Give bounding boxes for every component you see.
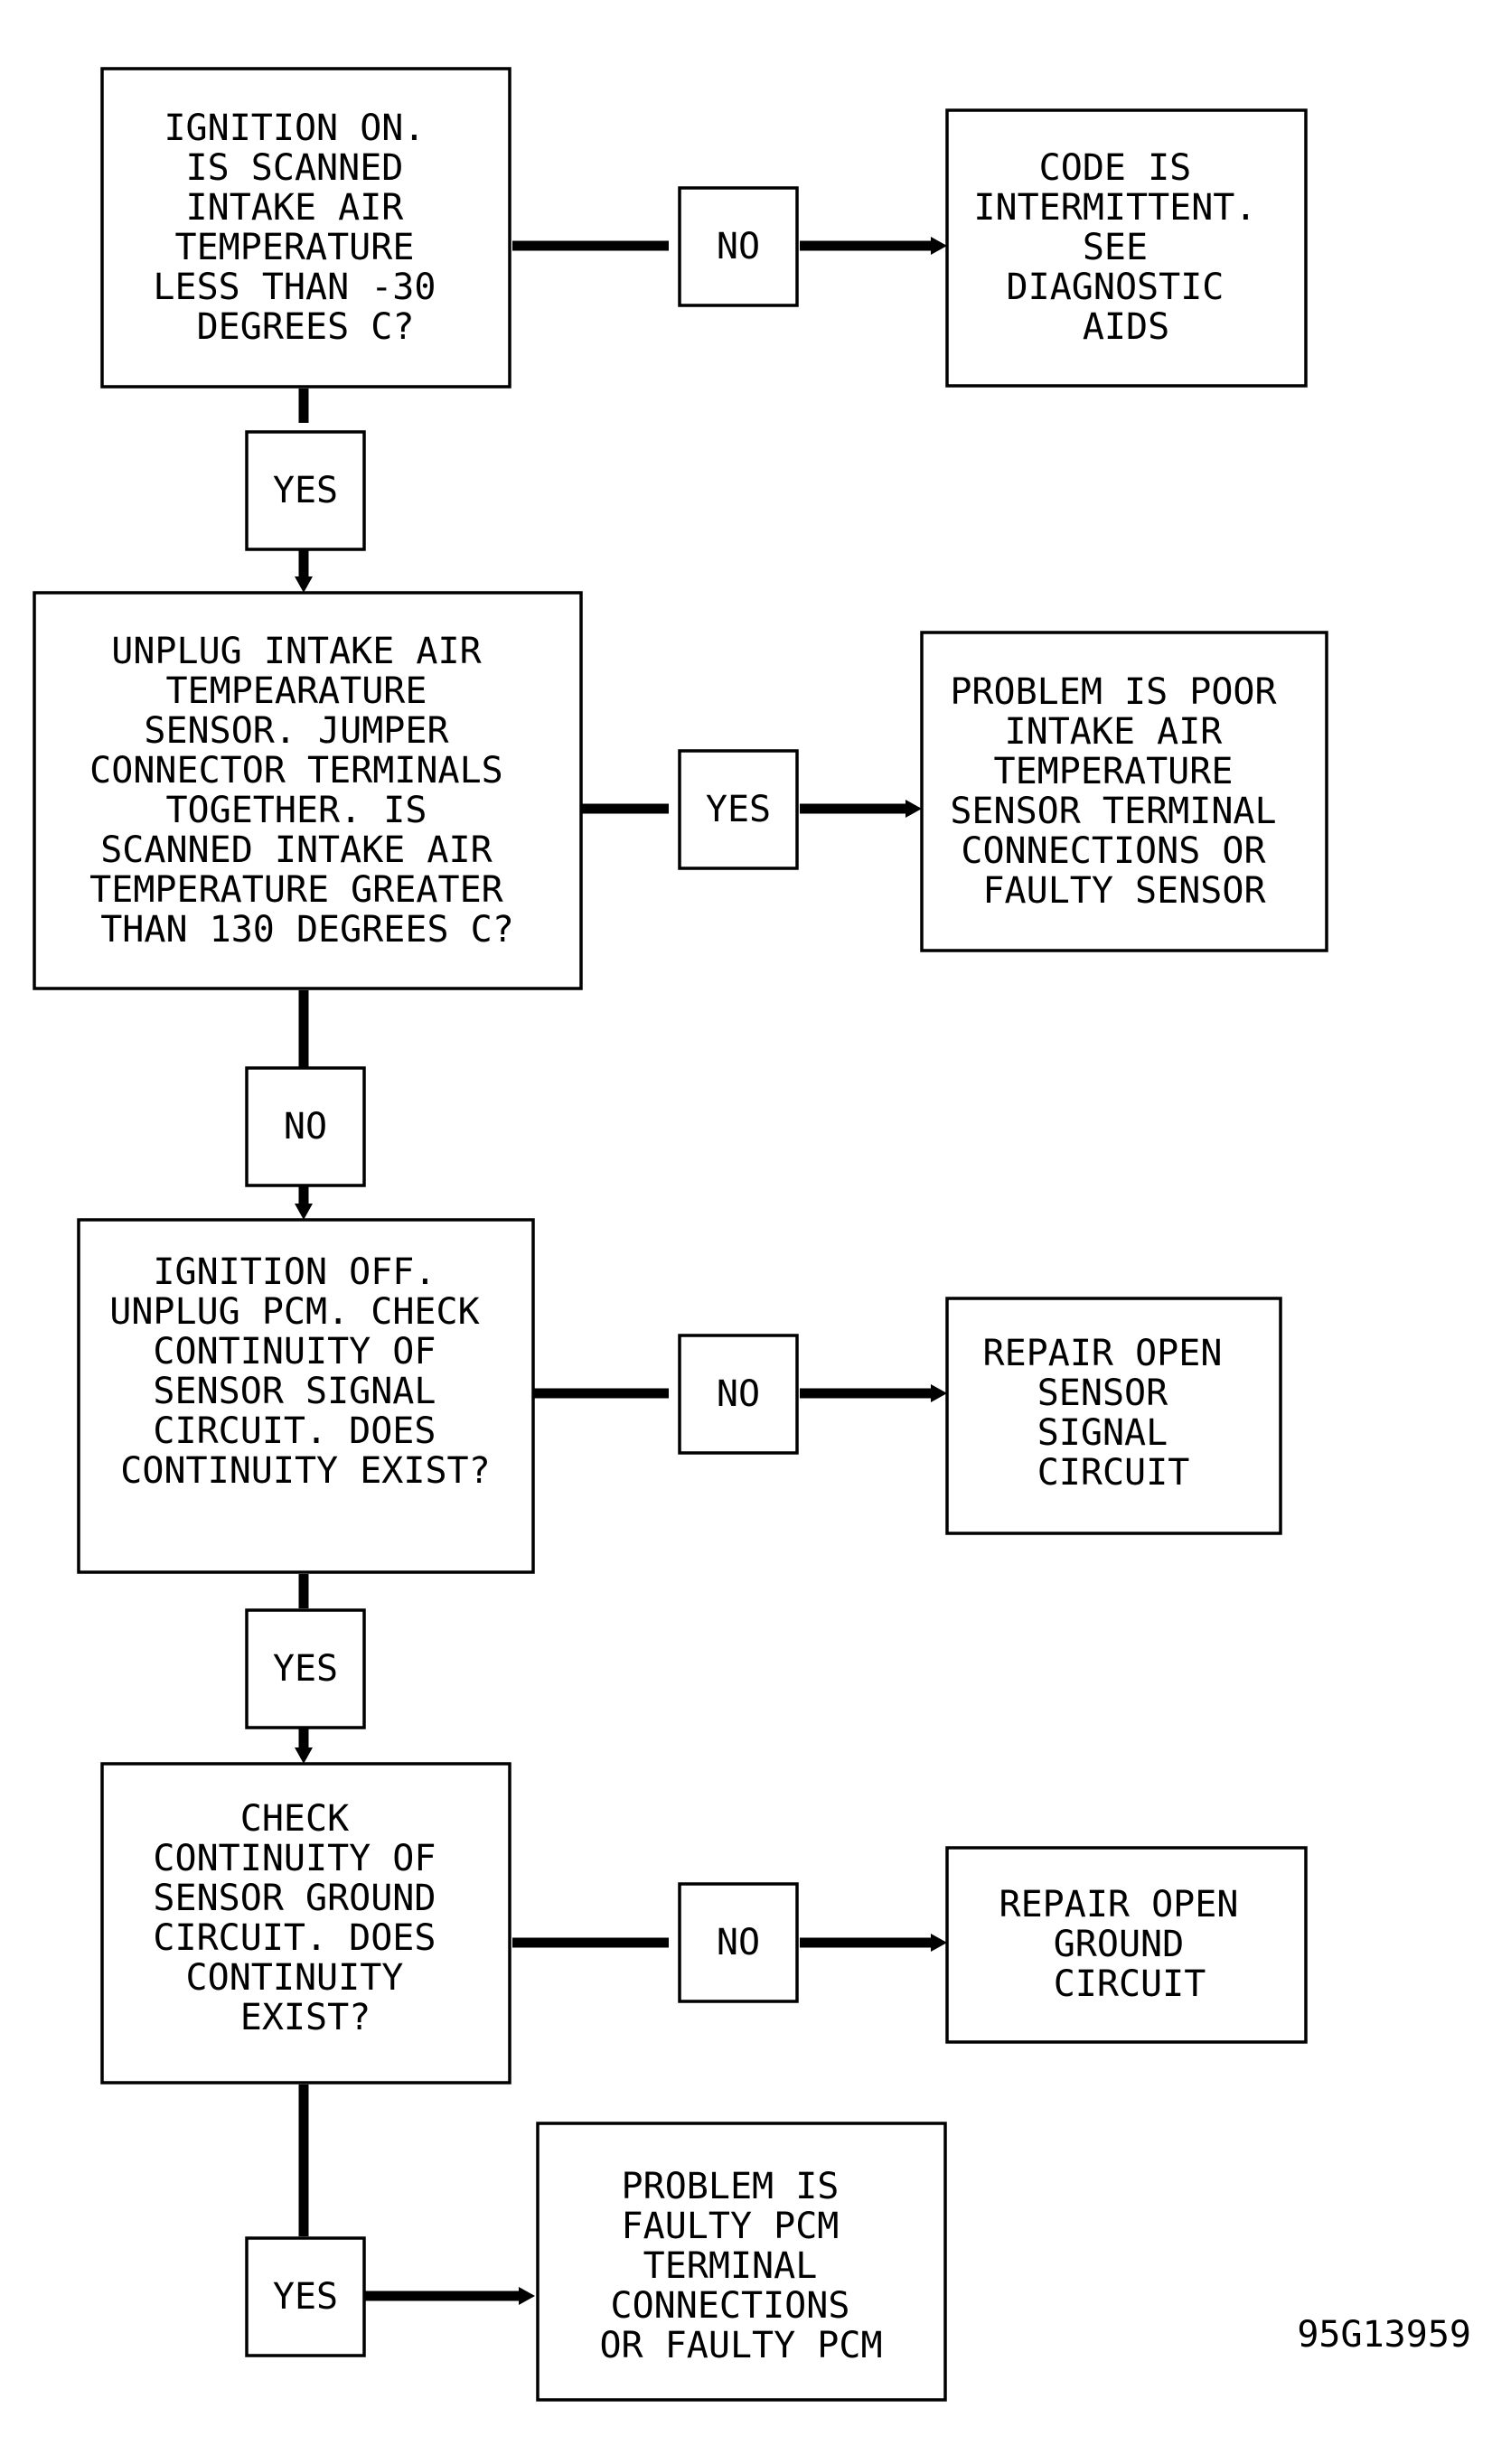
decision-label-yes-3: YES (273, 1648, 338, 1690)
arrowhead-to-result-1 (931, 237, 947, 255)
final-result-box (536, 2122, 947, 2402)
arrowhead-to-question-2 (295, 576, 313, 593)
decision-label-no-4: NO (717, 1922, 760, 1963)
result-text-1: CODE IS INTERMITTENT. SEE DIAGNOSTIC AID… (973, 147, 1278, 348)
decision-label-yes-2: YES (706, 789, 771, 830)
connectors (295, 237, 947, 2305)
question-box-1 (100, 67, 511, 389)
result-text-4: REPAIR OPEN GROUND CIRCUIT (999, 1884, 1261, 2005)
question-text-3: IGNITION OFF. UNPLUG PCM. CHECK CONTINUI… (109, 1251, 502, 1492)
question-text-1: IGNITION ON. IS SCANNED INTAKE AIR TEMPE… (153, 108, 457, 348)
result-box-1 (945, 108, 1308, 388)
result-text-2: PROBLEM IS POOR INTAKE AIR TEMPERATURE S… (950, 671, 1298, 912)
decision-label-box-yes-3 (245, 1608, 366, 1729)
arrowhead-to-question-4 (295, 1747, 313, 1764)
figure-id-label: 95G13959 (1297, 2314, 1471, 2356)
decision-label-box-no-3 (678, 1334, 799, 1455)
final-step: PROBLEM IS FAULTY PCM TERMINAL CONNECTIO… (536, 2122, 947, 2402)
result-box-3 (945, 1297, 1282, 1535)
decision-label-box-no-1 (678, 186, 799, 307)
decision-label-no-1: NO (717, 226, 760, 267)
decision-label-box-yes-2 (678, 749, 799, 870)
final-result-text: PROBLEM IS FAULTY PCM TERMINAL CONNECTIO… (599, 2166, 882, 2366)
question-box-3 (77, 1218, 535, 1574)
arrowhead-to-question-3 (295, 1204, 313, 1220)
decision-label-yes-1: YES (273, 470, 338, 511)
question-box-2 (33, 591, 583, 990)
decision-label-no-2: NO (284, 1106, 327, 1148)
result-box-4 (945, 1846, 1308, 2044)
arrowhead-to-final-result (519, 2287, 535, 2305)
arrowhead-to-result-3 (931, 1384, 947, 1402)
step-4: CHECK CONTINUITY OF SENSOR GROUND CIRCUI… (100, 1762, 1308, 2357)
arrowhead-to-result-2 (906, 800, 922, 818)
decision-label-box-yes-4 (245, 2236, 366, 2357)
arrowhead-to-result-4 (931, 1934, 947, 1952)
question-text-4: CHECK CONTINUITY OF SENSOR GROUND CIRCUI… (153, 1798, 457, 2038)
step-1: IGNITION ON. IS SCANNED INTAKE AIR TEMPE… (100, 67, 1308, 551)
result-box-2 (920, 631, 1328, 952)
decision-label-no-3: NO (717, 1373, 760, 1415)
decision-label-yes-4: YES (273, 2276, 338, 2318)
question-box-4 (100, 1762, 511, 2085)
decision-label-box-no-2 (245, 1066, 366, 1187)
question-text-2: UNPLUG INTAKE AIR TEMPEARATURE SENSOR. J… (89, 631, 525, 951)
decision-label-box-yes-1 (245, 430, 366, 551)
step-3: IGNITION OFF. UNPLUG PCM. CHECK CONTINUI… (77, 1218, 1282, 1729)
result-text-3: REPAIR OPEN SENSOR SIGNAL CIRCUIT (983, 1333, 1244, 1494)
step-2: UNPLUG INTAKE AIR TEMPEARATURE SENSOR. J… (33, 591, 1328, 1187)
decision-label-box-no-4 (678, 1882, 799, 2003)
